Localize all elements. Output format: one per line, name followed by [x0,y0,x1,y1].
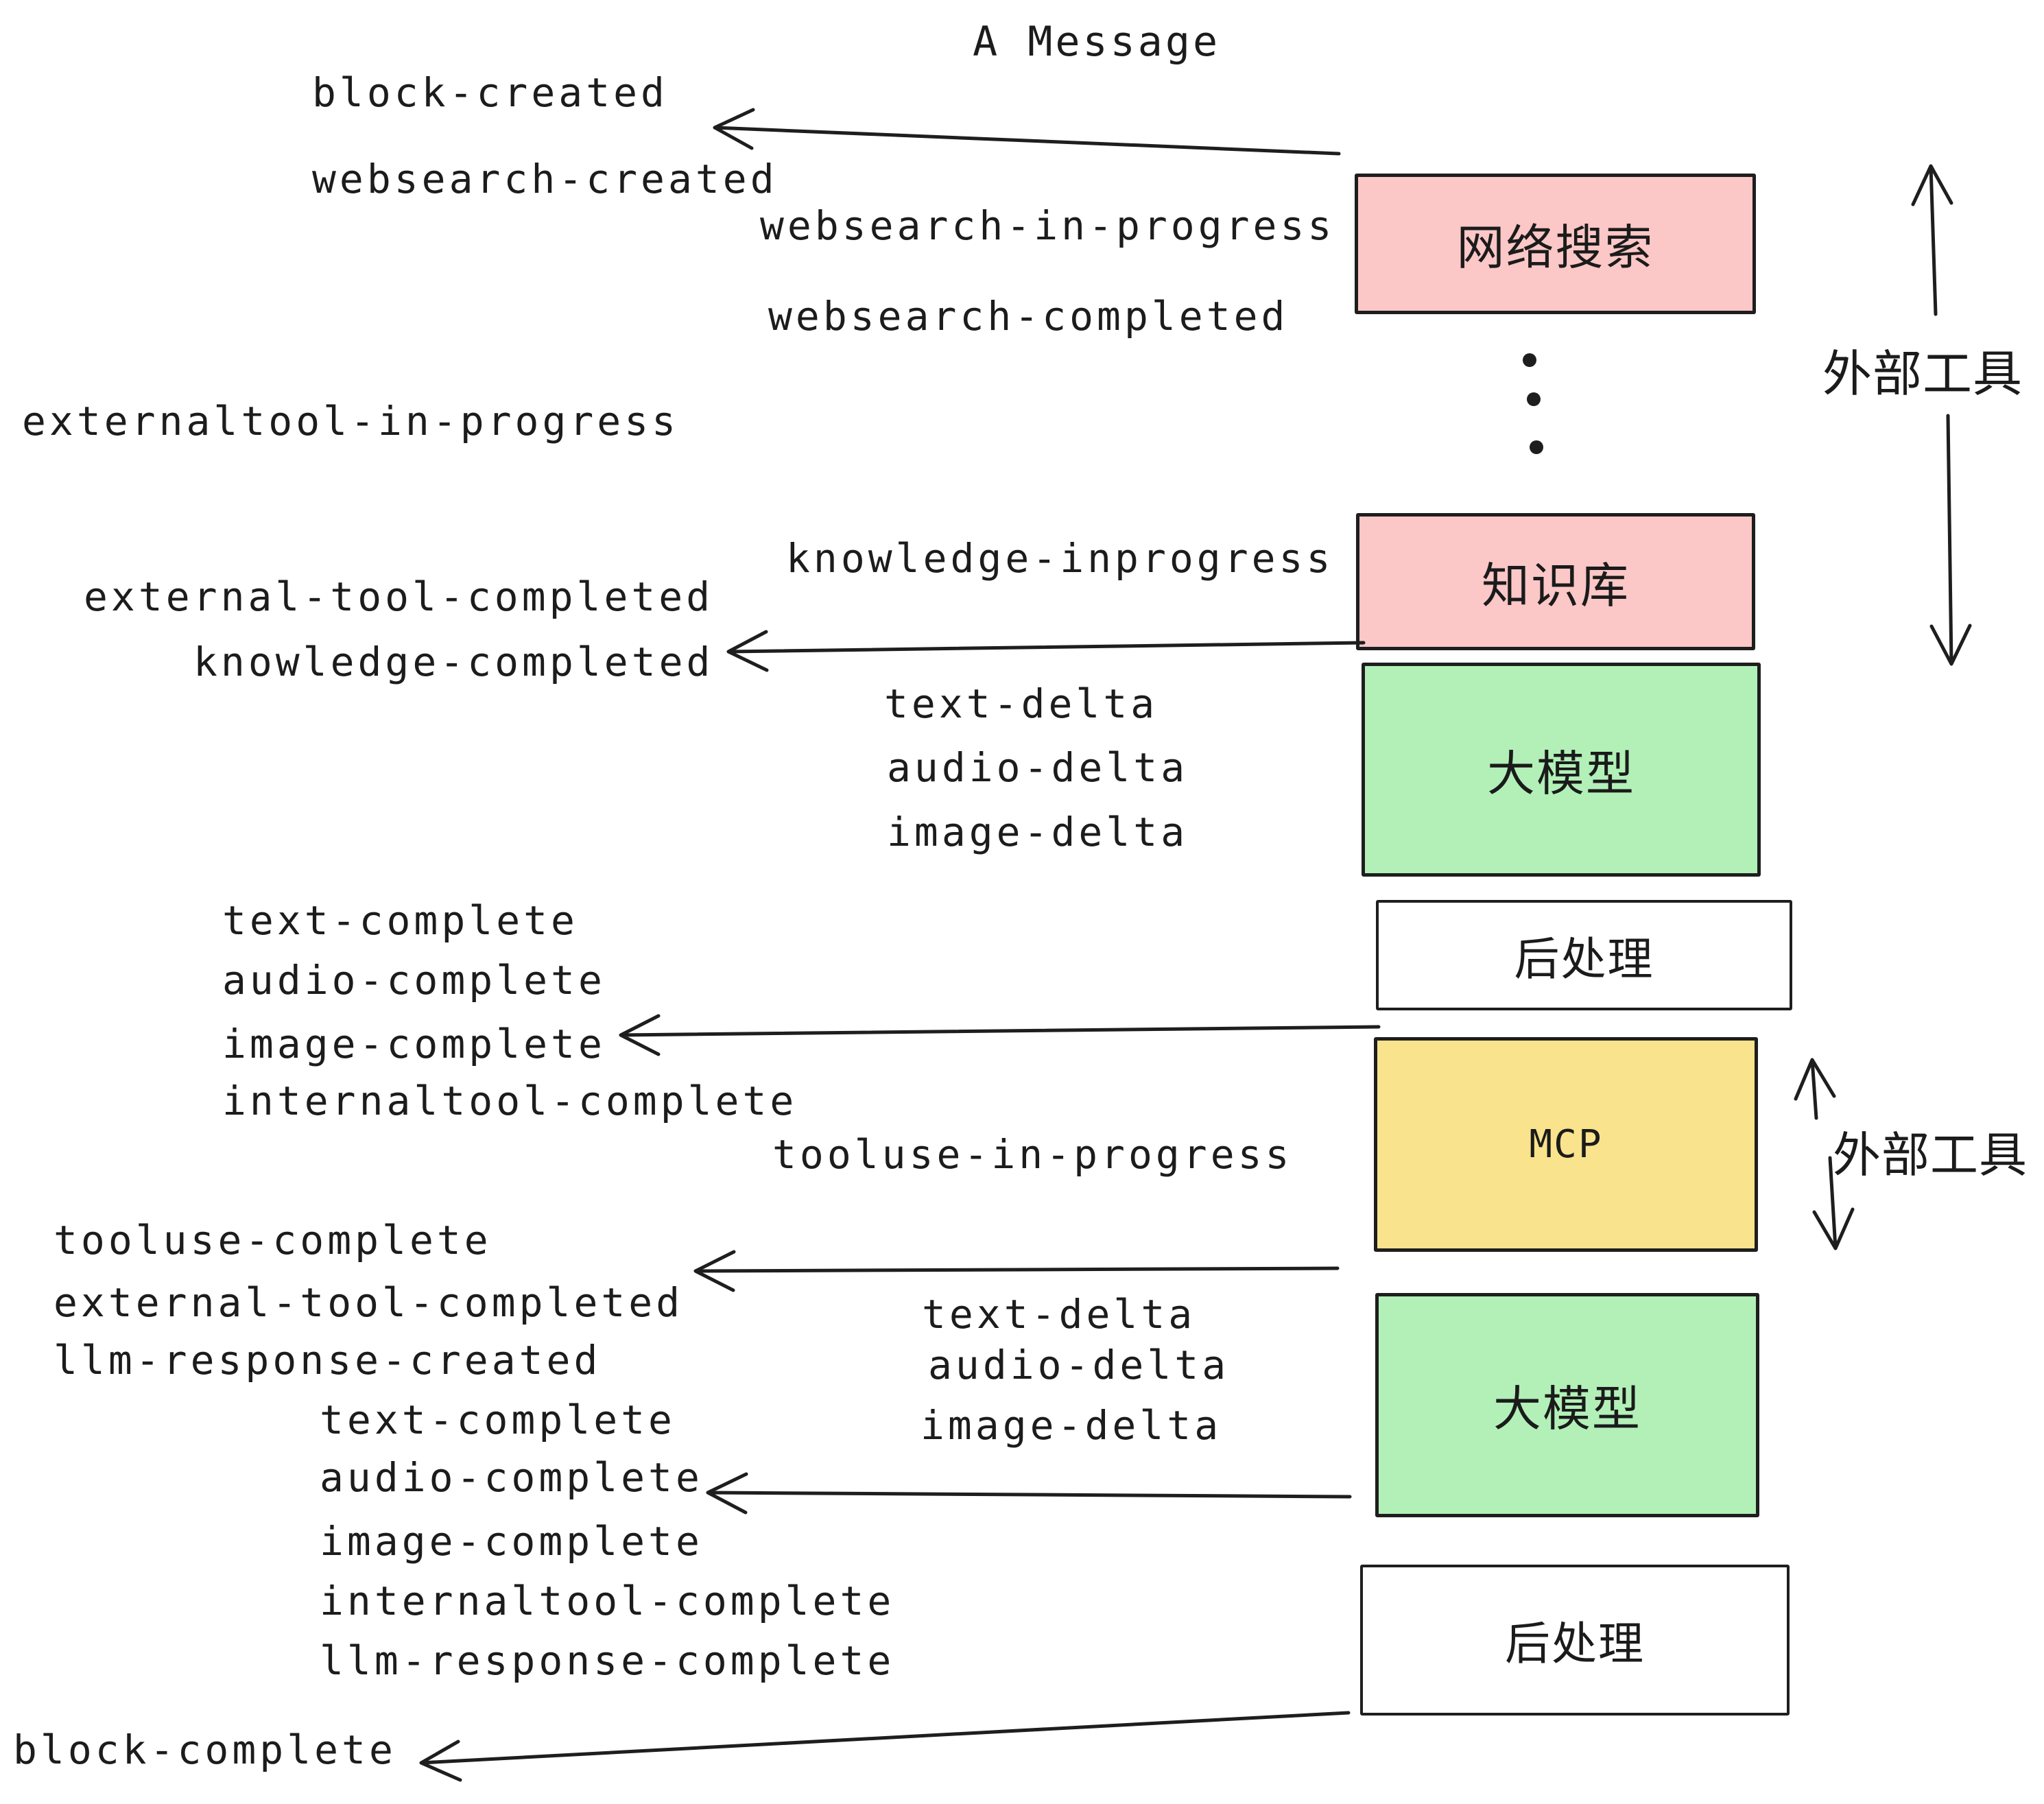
arrow-knowledge-completed [726,630,1366,672]
box-llm-top: 大模型 [1362,663,1761,877]
event-label-block-created: block-created [312,69,668,116]
box-mcp-label: MCP [1529,1122,1603,1167]
diagram-title: A Message [973,18,1221,66]
box-llm-top-label: 大模型 [1487,746,1635,800]
box-post-top: 后处理 [1376,900,1792,1010]
event-label-llm-response-complete: llm-response-complete [320,1637,895,1684]
box-post-top-label: 后处理 [1514,933,1654,984]
event-label-block-complete: block-complete [13,1726,396,1773]
event-label-text-complete: text-complete [222,897,578,944]
box-websearch-label: 网络搜索 [1456,221,1654,274]
box-mcp: MCP [1374,1037,1758,1252]
event-label-external-tool-completed-2: external-tool-completed [54,1279,684,1326]
arrow-image-complete [619,1014,1381,1056]
event-label-tooluse-complete: tooluse-complete [54,1217,492,1263]
arrow-external-tools-2-up [1794,1058,1836,1120]
box-llm-bottom: 大模型 [1375,1293,1759,1517]
box-knowledge-label: 知识库 [1482,558,1630,613]
arrow-block-complete [419,1711,1351,1782]
event-label-text-delta-2: text-delta [922,1291,1196,1338]
event-label-knowledge-completed: knowledge-completed [193,639,714,685]
event-label-image-delta: image-delta [887,809,1189,855]
event-label-websearch-created: websearch-created [312,156,778,202]
event-label-audio-complete-2: audio-complete [320,1454,703,1501]
box-knowledge: 知识库 [1356,513,1755,650]
side-label-external-tools-top: 外部工具 [1822,347,2023,402]
event-label-websearch-in-progress: websearch-in-progress [760,202,1335,249]
event-label-externaltool-in-progress: externaltool-in-progress [22,398,680,444]
event-label-llm-response-created: llm-response-created [54,1337,602,1384]
side-label-external-tools-bottom: 外部工具 [1833,1128,2028,1182]
arrow-external-tools-down [1929,414,1972,666]
event-label-text-complete-2: text-complete [320,1397,676,1443]
event-label-internaltool-complete: internaltool-complete [222,1078,798,1124]
event-label-websearch-completed: websearch-completed [768,293,1289,340]
event-label-image-delta-2: image-delta [920,1402,1222,1449]
arrow-block-created [713,108,1341,156]
box-websearch: 网络搜索 [1355,174,1756,314]
arrow-tooluse-complete [693,1250,1340,1292]
event-label-image-complete: image-complete [222,1021,606,1067]
event-label-audio-complete: audio-complete [222,957,606,1004]
event-label-internaltool-complete-2: internaltool-complete [320,1578,895,1624]
vertical-ellipsis-dots-icon [1523,353,1543,454]
event-label-audio-delta-2: audio-delta [928,1342,1230,1388]
event-label-knowledge-inprogress: knowledge-inprogress [786,535,1334,582]
box-llm-bottom-label: 大模型 [1493,1382,1641,1436]
event-label-audio-delta: audio-delta [887,744,1189,791]
arrow-external-tools-up [1911,164,1953,316]
event-label-tooluse-in-progress: tooluse-in-progress [772,1131,1293,1178]
box-post-bottom-label: 后处理 [1505,1618,1645,1669]
arrow-audio-complete [706,1472,1352,1515]
event-label-text-delta: text-delta [884,680,1158,727]
box-post-bottom: 后处理 [1360,1565,1790,1716]
event-label-external-tool-completed: external-tool-completed [84,573,714,620]
event-label-image-complete-2: image-complete [320,1518,703,1565]
